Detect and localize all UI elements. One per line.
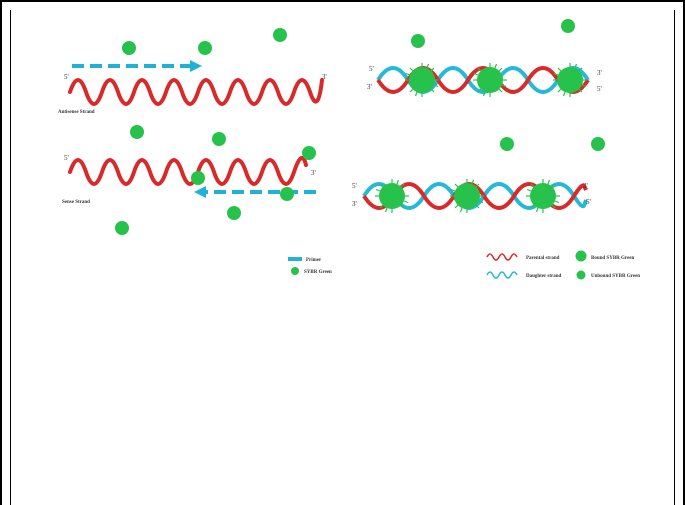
unbound-sybr-legend-swatch xyxy=(576,270,586,280)
parental-strand-legend-swatch xyxy=(486,253,518,261)
sybr-dye-dot xyxy=(122,41,136,55)
primer-arrow-bottom xyxy=(194,186,316,198)
bound-sybr-dye xyxy=(552,62,588,98)
five-prime-end-label: 5' xyxy=(64,154,69,162)
sense-panel: 5' 3' Sense Strand xyxy=(62,125,316,235)
unbound-sybr-legend-label: Unbound SYBR Green xyxy=(591,274,640,279)
legend-right: Parental strand Daughter strand Bound SY… xyxy=(486,250,640,280)
sybr-dye-dot xyxy=(561,19,575,33)
antisense-strand xyxy=(68,78,324,106)
antisense-strand-label: Antisense Strand xyxy=(58,110,95,115)
three-prime-end-label: 3' xyxy=(352,200,357,208)
three-prime-end-label: 3' xyxy=(597,69,602,77)
sybr-dye-dot xyxy=(302,146,316,160)
sybr-dye-dot xyxy=(273,28,287,42)
sybr-legend-swatch xyxy=(291,267,299,275)
inner-border-left xyxy=(10,10,11,505)
five-prime-end-label: 5' xyxy=(352,182,357,190)
sybr-dye-dot xyxy=(227,206,241,220)
five-prime-end-label: 5' xyxy=(597,85,602,93)
inner-border-right xyxy=(674,10,675,505)
sybr-dye-dot xyxy=(115,221,129,235)
sybr-dye-dot xyxy=(198,41,212,55)
three-prime-end-label: 3' xyxy=(367,83,372,91)
sybr-dye-dot xyxy=(591,137,605,151)
primer-legend-swatch xyxy=(288,257,302,261)
sense-strand xyxy=(68,156,308,186)
bound-sybr-dye xyxy=(472,62,508,98)
daughter-strand-legend-swatch xyxy=(486,271,518,279)
primer-legend-label: Primer xyxy=(306,258,322,263)
sybr-dye-dot xyxy=(411,34,425,48)
primer-arrow-top xyxy=(72,60,202,72)
three-prime-end-label: 3' xyxy=(322,73,327,81)
three-prime-end-label: 3' xyxy=(583,182,588,190)
legend-left: Primer SYBR Green xyxy=(288,257,332,275)
five-prime-end-label: 5' xyxy=(586,198,591,206)
bound-sybr-dye xyxy=(404,62,440,98)
bound-sybr-dye xyxy=(374,178,410,214)
duplex-bottom-panel: 5' 3' 3' 5' xyxy=(352,137,605,214)
sybr-dye-dot xyxy=(500,137,514,151)
sybr-dye-dot xyxy=(280,187,294,201)
daughter-strand-legend-label: Daughter strand xyxy=(526,274,562,279)
parental-strand-legend-label: Parental strand xyxy=(526,256,560,261)
sybr-dye-dot xyxy=(191,171,205,185)
sense-strand-label: Sense Strand xyxy=(62,200,90,205)
bound-sybr-legend-swatch xyxy=(575,250,587,262)
sybr-dye-dot xyxy=(212,132,226,146)
five-prime-end-label: 5' xyxy=(64,73,69,81)
sybr-legend-label: SYBR Green xyxy=(304,270,332,275)
duplex-top-panel: 5' 3' 3' 5' xyxy=(367,19,602,98)
bound-sybr-dye xyxy=(525,178,561,214)
sybr-dye-dot xyxy=(130,125,144,139)
bound-sybr-legend-label: Bound SYBR Green xyxy=(591,256,634,261)
five-prime-end-label: 5' xyxy=(369,65,374,73)
antisense-panel: 5' 3' Antisense Strand xyxy=(58,28,327,115)
three-prime-end-label: 3' xyxy=(311,169,316,177)
bound-sybr-dye xyxy=(449,178,485,214)
